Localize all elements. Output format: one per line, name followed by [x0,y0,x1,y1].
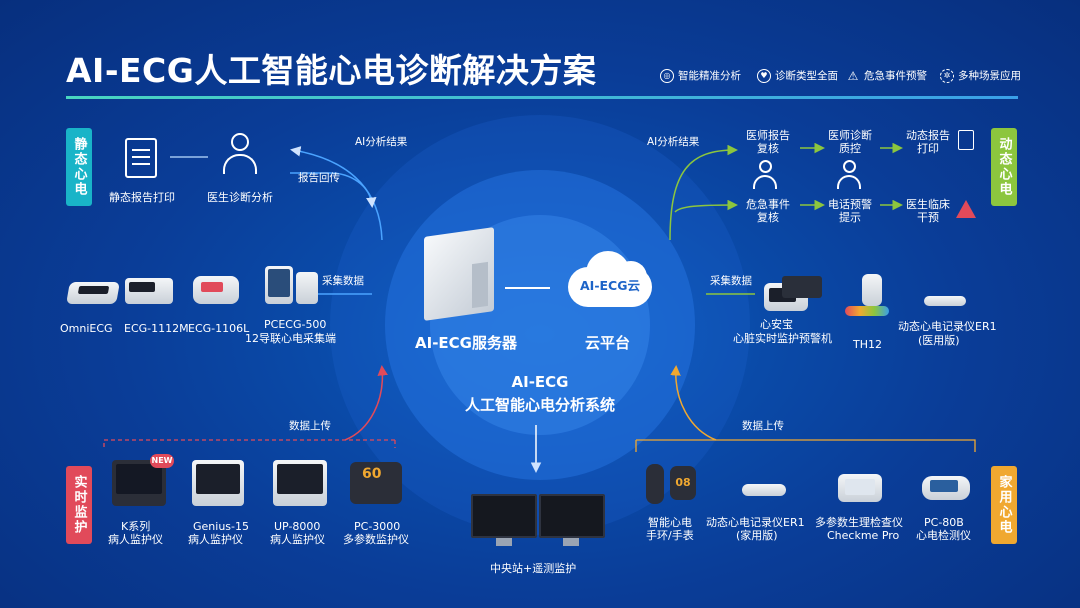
brain-icon: ◎ [660,68,674,83]
monitor-stand-left [496,538,512,546]
device-ecg-1106l [193,276,239,304]
gear-icon: ✲ [940,68,954,83]
device-pcecg-500-module [296,272,318,304]
device-label-pc-80b: PC-80B [924,516,964,529]
device-er1-medical [924,296,966,306]
device-label-er1-medical: 动态心电记录仪ER1 [898,320,997,333]
device-label-up-8000: UP-8000 [274,520,321,533]
report-icon [125,138,157,178]
device-genius-15 [192,460,244,506]
device-ecg-1112m [125,278,173,304]
device-label-checkme: 多参数生理检查仪 [815,516,903,529]
device-label-genius-15-desc: 病人监护仪 [188,533,243,546]
cloud-icon: AI-ECG云 [560,245,660,315]
qc-label: 医师诊断质控 [828,129,872,155]
device-label-pc-3000: PC-3000 [354,520,401,533]
device-label-er1-home-desc: (家用版) [736,529,778,542]
device-label-xinanbao-desc: 心脏实时监护预警机 [733,332,832,345]
device-label-smart-ecg-desc: 手环/手表 [646,529,694,542]
device-up-8000 [273,460,327,506]
middle-glow-ring [385,170,695,480]
realtime-upload-label: 数据上传 [289,420,331,432]
monitor-reading: 60 [362,466,382,482]
server-label: AI-ECG服务器 [415,334,517,352]
page-title: AI-ECG人工智能心电诊断解决方案 [66,51,597,90]
device-checkme-pro [838,474,882,502]
device-label-k-series-desc: 病人监护仪 [108,533,163,546]
phone-alert-label: 电话预警提示 [828,198,872,224]
heart-icon: ♥ [757,68,771,83]
tag-dynamic-ecg: 动态心电 [991,128,1017,206]
central-monitor-right [539,494,605,538]
warning-icon: ⚠ [847,68,859,83]
device-label-pcecg-500: PCECG-500 [264,318,327,331]
central-monitor-left [471,494,537,538]
report-back-label: 报告回传 [298,172,340,184]
server-icon [424,227,494,321]
clipboard-icon [958,130,974,150]
dynamic-print-label: 动态报告打印 [906,129,950,155]
critical-review-label: 危急事件复核 [746,198,790,224]
tag-static-ecg: 静态心电 [66,128,92,206]
device-label-ecg-1112m: ECG-1112M [124,322,189,335]
static-ai-result: AI分析结果 [355,136,408,148]
tag-home-ecg: 家用心电 [991,466,1017,544]
central-station-label: 中央站+遥测监护 [490,562,577,575]
system-title-line1: AI-ECG [511,373,569,391]
doctor-icon [222,133,258,177]
device-xinanbao-screen [782,276,822,298]
feature-2: ♥诊断类型全面 [757,68,838,83]
device-label-th12: TH12 [853,338,882,351]
new-badge: NEW [150,454,174,468]
device-er1-home [742,484,786,496]
device-label-genius-15: Genius-15 [193,520,249,533]
device-omniecg [66,282,120,304]
device-label-er1-home: 动态心电记录仪ER1 [706,516,805,529]
title-underline [66,96,1018,99]
clinical-intervention-label: 医生临床干预 [906,198,950,224]
device-smart-watch: 08 [670,466,696,500]
device-pcecg-500-tablet [265,266,293,304]
dynamic-ai-result: AI分析结果 [647,136,700,148]
device-smart-band [646,464,664,504]
monitor-stand-right [563,538,579,546]
doctor-analysis-label: 医生诊断分析 [207,191,273,204]
cloud-platform-label: 云平台 [585,334,631,352]
device-label-smart-ecg: 智能心电 [648,516,692,529]
device-th12 [862,274,882,306]
static-print-label: 静态报告打印 [109,191,175,204]
th12-leads [845,306,889,316]
device-label-k-series: K系列 [121,520,151,533]
static-collect-label: 采集数据 [322,275,364,287]
doctor-icon-2 [752,160,778,192]
device-label-12lead: 12导联心电采集端 [245,332,336,345]
system-title-line2: 人工智能心电分析系统 [464,396,615,414]
feature-4: ✲多种场景应用 [940,68,1021,83]
device-label-ecg-1106l: ECG-1106L [188,322,250,335]
device-label-pc-80b-desc: 心电检测仪 [916,529,971,542]
feature-1: ◎智能精准分析 [660,68,741,83]
tag-realtime-monitoring: 实时监护 [66,466,92,544]
device-label-er1-medical-sub: (医用版) [918,334,960,347]
device-label-pc-3000-desc: 多参数监护仪 [343,533,409,546]
feature-3: ⚠危急事件预警 [847,68,927,83]
device-label-checkme-desc: Checkme Pro [827,529,900,542]
device-label-up-8000-desc: 病人监护仪 [270,533,325,546]
alert-triangle-icon [956,200,976,218]
home-upload-label: 数据上传 [742,420,784,432]
doctor-icon-3 [836,160,862,192]
device-label-omniecg: OmniECG [60,322,113,335]
device-label-xinanbao: 心安宝 [760,318,793,331]
review-label: 医师报告复核 [746,129,790,155]
dynamic-collect-label: 采集数据 [710,275,752,287]
device-pc-3000: 60 [350,462,402,504]
cloud-text: AI-ECG云 [580,278,640,293]
device-pc-80b [922,476,970,500]
